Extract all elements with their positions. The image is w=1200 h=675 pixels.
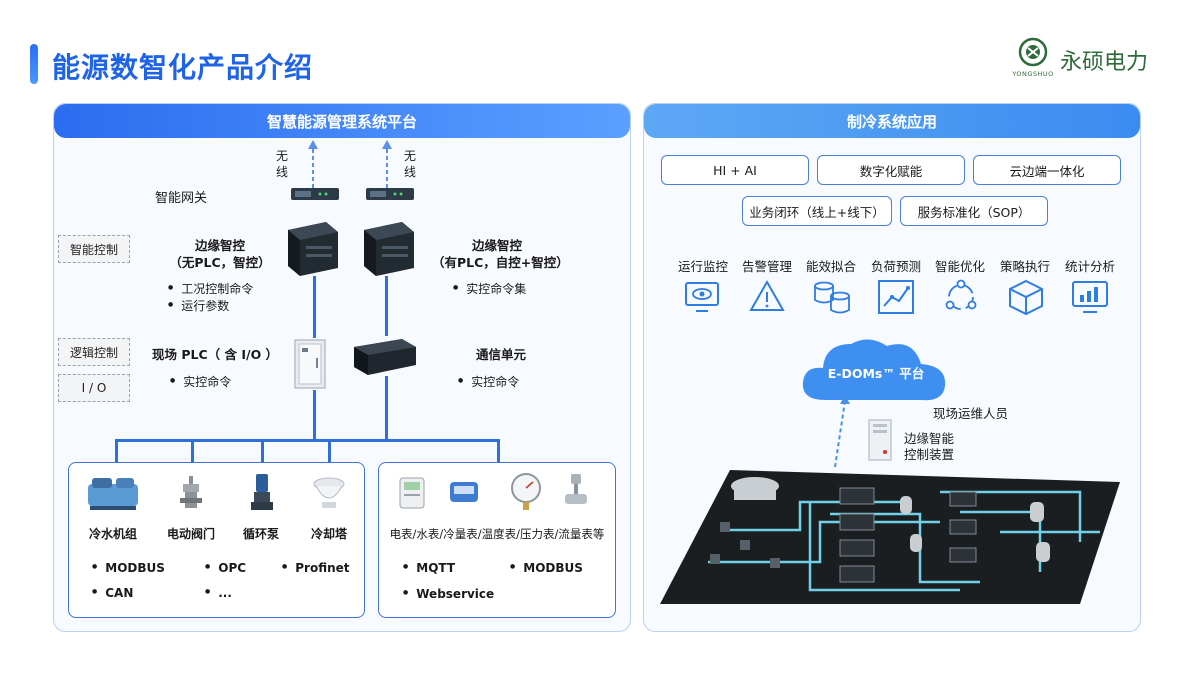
flow-meter-icon bbox=[565, 474, 587, 504]
connector-plc-bus bbox=[313, 390, 316, 440]
feature-label-monitor: 运行监控 bbox=[677, 259, 728, 274]
edge-controller-device-2 bbox=[364, 222, 414, 276]
edge-left-subtitle: （无PLC，智控） bbox=[169, 255, 271, 270]
brand-name: 永硕电力 bbox=[1060, 50, 1149, 75]
comm-unit-title: 通信单元 bbox=[476, 347, 527, 362]
plc-title: 现场 PLC（ 含 I/O ） bbox=[152, 347, 279, 362]
device-label-chiller: 冷水机组 bbox=[88, 527, 137, 541]
meters-caption: 电表/水表/冷量表/温度表/压力表/流量表等 bbox=[389, 527, 605, 541]
cycle-nodes-icon bbox=[945, 279, 977, 310]
drop-chiller bbox=[115, 439, 118, 473]
wireless-arrows bbox=[308, 140, 392, 188]
field-staff-label: 现场运维人员 bbox=[933, 406, 1009, 421]
wireless-label-1: 无线 bbox=[276, 149, 289, 179]
protocol-mqtt: MQTT bbox=[403, 561, 455, 575]
refrigeration-plant-illustration bbox=[660, 470, 1120, 604]
drop-meters bbox=[497, 439, 500, 473]
connector-edge1-plc bbox=[313, 276, 316, 338]
database-sync-icon bbox=[814, 281, 850, 314]
connector-edge2-comm bbox=[385, 276, 388, 336]
layer-label-io: I / O bbox=[58, 374, 130, 402]
edge-device-icon bbox=[868, 419, 892, 461]
comm-unit-bullet-1: 实控命令 bbox=[458, 373, 519, 390]
electric-meter-icon bbox=[399, 477, 425, 509]
drop-pump bbox=[261, 439, 264, 473]
pill-business-loop: 业务闭环（线上+线下） bbox=[742, 196, 892, 226]
gateway-label: 智能网关 bbox=[155, 191, 208, 206]
feature-label-strategy: 策略执行 bbox=[999, 259, 1050, 274]
gateway-device-2 bbox=[366, 188, 414, 200]
edge-controller-device-1 bbox=[288, 222, 338, 276]
pill-digital: 数字化赋能 bbox=[817, 155, 965, 185]
protocol-can: CAN bbox=[92, 586, 133, 600]
comm-unit-device bbox=[354, 339, 416, 375]
edge-right-bullet-1: 实控命令集 bbox=[453, 280, 526, 297]
drop-tower bbox=[328, 439, 331, 473]
warning-triangle-icon bbox=[749, 279, 785, 311]
edge-right-subtitle: （有PLC，自控+智控） bbox=[432, 255, 569, 270]
edge-left-bullet-2: 运行参数 bbox=[168, 297, 229, 314]
edge-device-label-1: 边缘智能 bbox=[904, 431, 955, 446]
feature-label-stats: 统计分析 bbox=[1064, 259, 1115, 274]
cube-icon bbox=[1009, 279, 1043, 316]
field-bus-line bbox=[115, 439, 500, 442]
layer-label-logic-control: 逻辑控制 bbox=[58, 338, 130, 366]
connector-comm-bus bbox=[385, 376, 388, 440]
gateway-device-1 bbox=[291, 188, 339, 200]
feature-label-optimize: 智能优化 bbox=[934, 259, 985, 274]
cooling-tower-icon bbox=[313, 477, 345, 508]
brand-logo-text: YONGSHUO bbox=[1011, 70, 1054, 78]
valve-icon bbox=[180, 476, 202, 508]
device-label-valve: 电动阀门 bbox=[166, 527, 215, 541]
monitor-eye-icon bbox=[685, 282, 719, 312]
protocol-modbus-2: MODBUS bbox=[510, 561, 583, 575]
edge-left-bullet-1: 工况控制命令 bbox=[168, 280, 253, 297]
drop-valve bbox=[191, 439, 194, 473]
left-panel-header: 智慧能源管理系统平台 bbox=[54, 104, 630, 138]
pill-hi-ai: HI + AI bbox=[661, 155, 809, 185]
feature-label-forecast: 负荷预测 bbox=[870, 259, 921, 274]
protocol-profinet: Profinet bbox=[282, 561, 349, 575]
device-label-tower: 冷却塔 bbox=[310, 527, 347, 541]
edge-right-title: 边缘智控 bbox=[471, 238, 522, 253]
brand-logo: YONGSHUO bbox=[1011, 37, 1054, 78]
protocol-opc: OPC bbox=[205, 561, 246, 575]
feature-label-alarm: 告警管理 bbox=[741, 259, 792, 274]
line-chart-icon bbox=[878, 280, 914, 314]
cloud-link-arrow bbox=[834, 395, 850, 468]
protocol-webservice: Webservice bbox=[403, 587, 494, 601]
layer-label-smart-control: 智能控制 bbox=[58, 235, 130, 263]
wireless-label-2: 无线 bbox=[404, 149, 417, 179]
pressure-gauge-icon bbox=[511, 473, 541, 510]
chiller-icon bbox=[88, 478, 138, 510]
protocol-more: ... bbox=[205, 586, 232, 600]
bar-chart-monitor-icon bbox=[1072, 281, 1108, 313]
device-label-pump: 循环泵 bbox=[242, 527, 279, 541]
plc-cabinet-device bbox=[294, 339, 326, 389]
title-accent-bar bbox=[30, 44, 38, 84]
page-title: 能源数智化产品介绍 bbox=[52, 51, 314, 84]
feature-label-efficiency: 能效拟合 bbox=[805, 259, 856, 274]
edge-device-label-2: 控制装置 bbox=[904, 447, 955, 462]
pill-sop: 服务标准化（SOP） bbox=[900, 196, 1048, 226]
right-panel-header: 制冷系统应用 bbox=[644, 104, 1140, 138]
plc-bullet-1: 实控命令 bbox=[170, 373, 231, 390]
edge-left-title: 边缘智控 bbox=[194, 238, 245, 253]
cloud-platform-label: E-DOMs™ 平台 bbox=[827, 366, 925, 381]
cloud-platform-icon bbox=[802, 339, 946, 401]
pump-icon bbox=[251, 474, 273, 510]
protocol-modbus: MODBUS bbox=[92, 561, 165, 575]
water-meter-icon bbox=[450, 482, 478, 502]
pill-cloud-edge: 云边端一体化 bbox=[973, 155, 1121, 185]
